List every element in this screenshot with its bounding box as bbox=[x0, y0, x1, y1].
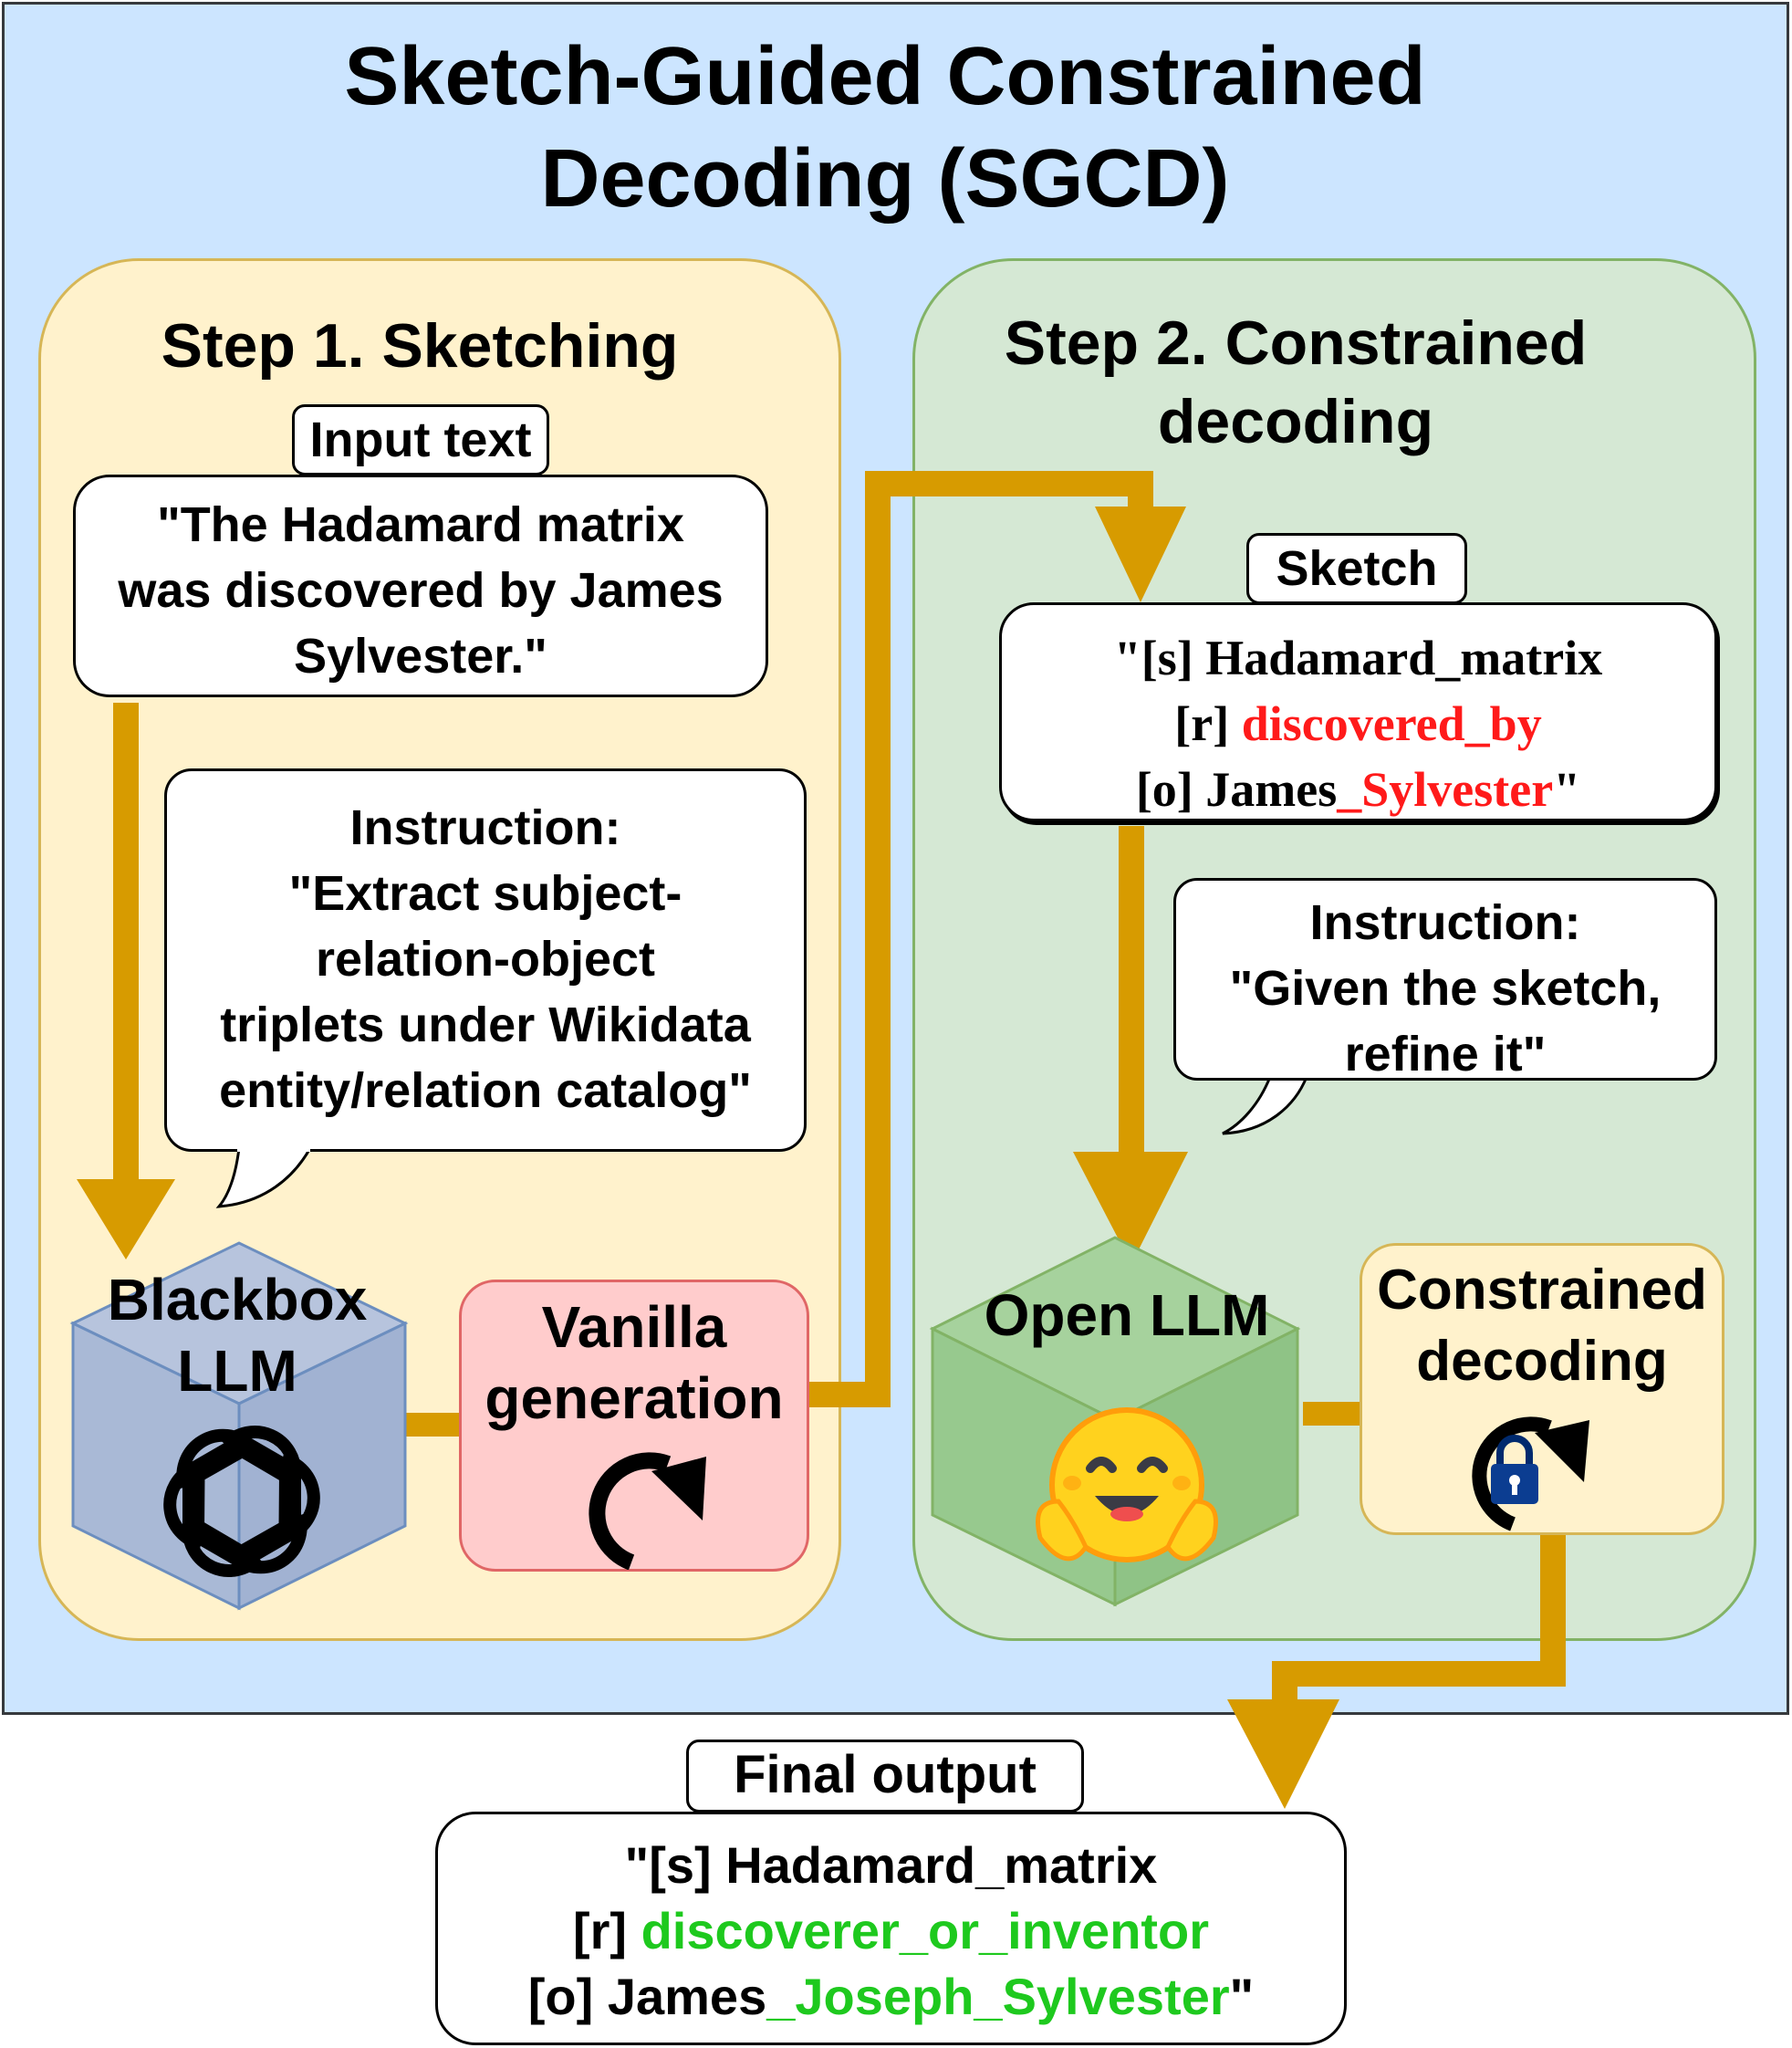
step2-heading-line-2: decoding bbox=[1157, 387, 1434, 456]
arrow-vanilla-to-sketch bbox=[809, 471, 1153, 1407]
blackbox-cube bbox=[69, 1241, 409, 1611]
blackbox-label-line-2: LLM bbox=[177, 1338, 297, 1404]
final-relation-prefix: [r] bbox=[572, 1902, 641, 1959]
final-object-line: [o] James_Joseph_Sylvester" bbox=[438, 1964, 1344, 2030]
sketch-relation-value: discovered_by bbox=[1241, 696, 1542, 751]
instruction2-line-2: "Given the sketch, bbox=[1229, 961, 1662, 1016]
sketch-object-line: [o] James_Sylvester" bbox=[1002, 757, 1714, 822]
diagram-title: Sketch-Guided Constrained Decoding (SGCD… bbox=[0, 26, 1770, 230]
instruction-line-1: Instruction: bbox=[349, 800, 621, 855]
final-relation-line: [r] discoverer_or_inventor bbox=[438, 1898, 1344, 1964]
final-output-tag: Final output bbox=[686, 1740, 1084, 1813]
constrained-label-line-1: Constrained bbox=[1377, 1259, 1707, 1322]
bubble-tail-cover bbox=[237, 1141, 310, 1152]
final-output-box: "[s] Hadamard_matrix [r] discoverer_or_i… bbox=[435, 1812, 1347, 2045]
sketch-object-suffix: " bbox=[1553, 762, 1581, 817]
locked-refresh-arrow-icon bbox=[1472, 1416, 1589, 1531]
instruction-bubble: Instruction: "Extract subject- relation-… bbox=[164, 768, 807, 1152]
title-line-1: Sketch-Guided Constrained bbox=[344, 31, 1426, 122]
sketch-relation-prefix: [r] bbox=[1174, 696, 1242, 751]
arrow-vanilla-to-sketch-head bbox=[1095, 507, 1186, 602]
vanilla-label: Vanilla generation bbox=[462, 1291, 807, 1434]
title-line-2: Decoding (SGCD) bbox=[540, 133, 1230, 225]
blackbox-llm-label: Blackbox LLM bbox=[55, 1264, 420, 1406]
final-subject-line: "[s] Hadamard_matrix bbox=[624, 1836, 1158, 1894]
instruction-line-3: relation-object bbox=[315, 932, 656, 987]
vanilla-generation-box: Vanilla generation bbox=[459, 1280, 809, 1572]
lock-icon bbox=[1491, 1435, 1538, 1504]
arrow-input-to-llm-head bbox=[77, 1179, 175, 1259]
instruction-line-2: "Extract subject- bbox=[288, 866, 682, 921]
instruction-line-4: triplets under Wikidata bbox=[220, 998, 751, 1052]
sketch-object-prefix: [o] James bbox=[1135, 762, 1338, 817]
connector-llm-to-constrained bbox=[1303, 1402, 1363, 1426]
final-relation-value: discoverer_or_inventor bbox=[641, 1902, 1210, 1959]
final-object-prefix: [o] James bbox=[527, 1968, 767, 2025]
sketch-subject-line: "[s] Hadamard_matrix bbox=[1113, 631, 1603, 685]
vanilla-label-line-1: Vanilla bbox=[541, 1294, 727, 1360]
step2-heading: Step 2. Constrained decoding bbox=[931, 304, 1661, 461]
arrow-constrained-to-final-head bbox=[1227, 1699, 1339, 1809]
step1-heading: Step 1. Sketching bbox=[161, 311, 679, 381]
instruction-line-5: entity/relation catalog" bbox=[219, 1063, 752, 1118]
constrained-label-line-2: decoding bbox=[1416, 1330, 1668, 1393]
input-text-tag: Input text bbox=[292, 404, 549, 475]
connector-llm-to-vanilla bbox=[401, 1413, 465, 1437]
sketch-box: "[s] Hadamard_matrix [r] discovered_by [… bbox=[999, 602, 1717, 821]
final-object-suffix: " bbox=[1229, 1968, 1255, 2025]
sketch-object-value: _Sylvester bbox=[1337, 762, 1554, 817]
constrained-label: Constrained decoding bbox=[1362, 1255, 1722, 1397]
vanilla-label-line-2: generation bbox=[484, 1365, 784, 1431]
arrow-input-to-llm bbox=[113, 703, 139, 1196]
blackbox-label-line-1: Blackbox bbox=[107, 1267, 368, 1332]
sketch-relation-line: [r] discovered_by bbox=[1002, 691, 1714, 757]
refresh-arrow-icon bbox=[589, 1452, 706, 1570]
hugging-face-emoji-icon bbox=[1036, 1407, 1218, 1562]
instruction2-line-1: Instruction: bbox=[1309, 895, 1581, 950]
sketch-tag: Sketch bbox=[1246, 533, 1467, 604]
input-line-1: "The Hadamard matrix bbox=[157, 497, 684, 552]
arrow-sketch-to-llm-head bbox=[1073, 1152, 1188, 1264]
openai-logo-icon bbox=[163, 1426, 320, 1577]
open-llm-label: Open LLM bbox=[984, 1282, 1270, 1348]
arrow-sketch-to-llm bbox=[1119, 826, 1144, 1182]
input-line-2: was discovered by James bbox=[118, 563, 724, 618]
instruction2-bubble-tail bbox=[1222, 1075, 1309, 1135]
step2-heading-line-1: Step 2. Constrained bbox=[1004, 308, 1588, 378]
final-object-value: _Joseph_Sylvester bbox=[766, 1968, 1230, 2025]
input-line-3: Sylvester." bbox=[294, 629, 547, 684]
input-text-box: "The Hadamard matrix was discovered by J… bbox=[73, 475, 768, 697]
constrained-decoding-box: Constrained decoding bbox=[1360, 1243, 1724, 1535]
instruction2-bubble: Instruction: "Given the sketch, refine i… bbox=[1173, 878, 1717, 1081]
instruction2-line-3: refine it" bbox=[1344, 1027, 1547, 1081]
instruction-bubble-tail bbox=[215, 1146, 313, 1208]
